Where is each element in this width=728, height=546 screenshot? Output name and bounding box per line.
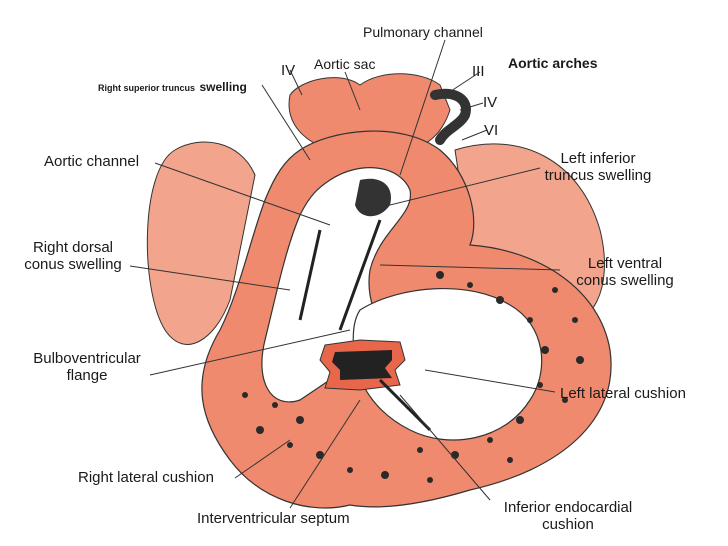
trabeculae-marks: [242, 271, 584, 483]
label-right-lateral-cushion: Right lateral cushion: [78, 469, 214, 486]
arch-right-branches: [430, 88, 471, 145]
left-inferior-truncus-line1: Left inferior: [560, 150, 636, 167]
label-aortic-sac: Aortic sac: [314, 56, 376, 72]
bulboventricular-line1: Bulboventricular: [33, 350, 141, 367]
right-superior-truncus-swelling: swelling: [199, 80, 247, 94]
label-inferior-endocardial-cushion: Inferior endocardial cushion: [488, 499, 648, 534]
leader-lines: [129, 39, 561, 509]
right-dorsal-line1: Right dorsal: [32, 239, 114, 256]
label-arch-iv-left: IV: [281, 62, 296, 79]
flow-arrows: [298, 219, 432, 432]
label-arch-vi: VI: [484, 122, 499, 139]
label-right-dorsal-conus: Right dorsal conus swelling: [14, 239, 132, 274]
label-bulboventricular-flange: Bulboventricular flange: [22, 350, 152, 385]
label-pulmonary-channel: Pulmonary channel: [363, 24, 483, 40]
label-left-lateral-cushion: Left lateral cushion: [560, 385, 686, 402]
bulboventricular-line2: flange: [66, 367, 108, 385]
left-ventral-line1: Left ventral: [587, 255, 663, 272]
label-arch-iv-right: IV: [483, 94, 498, 111]
label-aortic-arches: Aortic arches: [508, 55, 598, 71]
right-dorsal-line2: conus swelling: [24, 256, 122, 274]
label-arch-iii: III: [472, 63, 485, 80]
label-interventricular-septum: Interventricular septum: [197, 510, 350, 527]
inferior-endocardial-line2: cushion: [542, 516, 594, 534]
right-atrium-shape: [146, 141, 256, 345]
right-superior-truncus-text: Right superior truncus: [98, 83, 196, 93]
label-right-superior-truncus: Right superior truncus swelling: [98, 78, 247, 96]
cushion-core: [332, 350, 392, 380]
inferior-endocardial-line1: Inferior endocardial: [503, 499, 633, 516]
label-left-ventral-conus: Left ventral conus swelling: [566, 255, 684, 290]
label-aortic-channel: Aortic channel: [44, 153, 140, 170]
left-inferior-truncus-line2: truncus swelling: [544, 167, 652, 185]
label-left-inferior-truncus: Left inferior truncus swelling: [536, 150, 660, 185]
left-ventral-line2: conus swelling: [576, 272, 674, 290]
